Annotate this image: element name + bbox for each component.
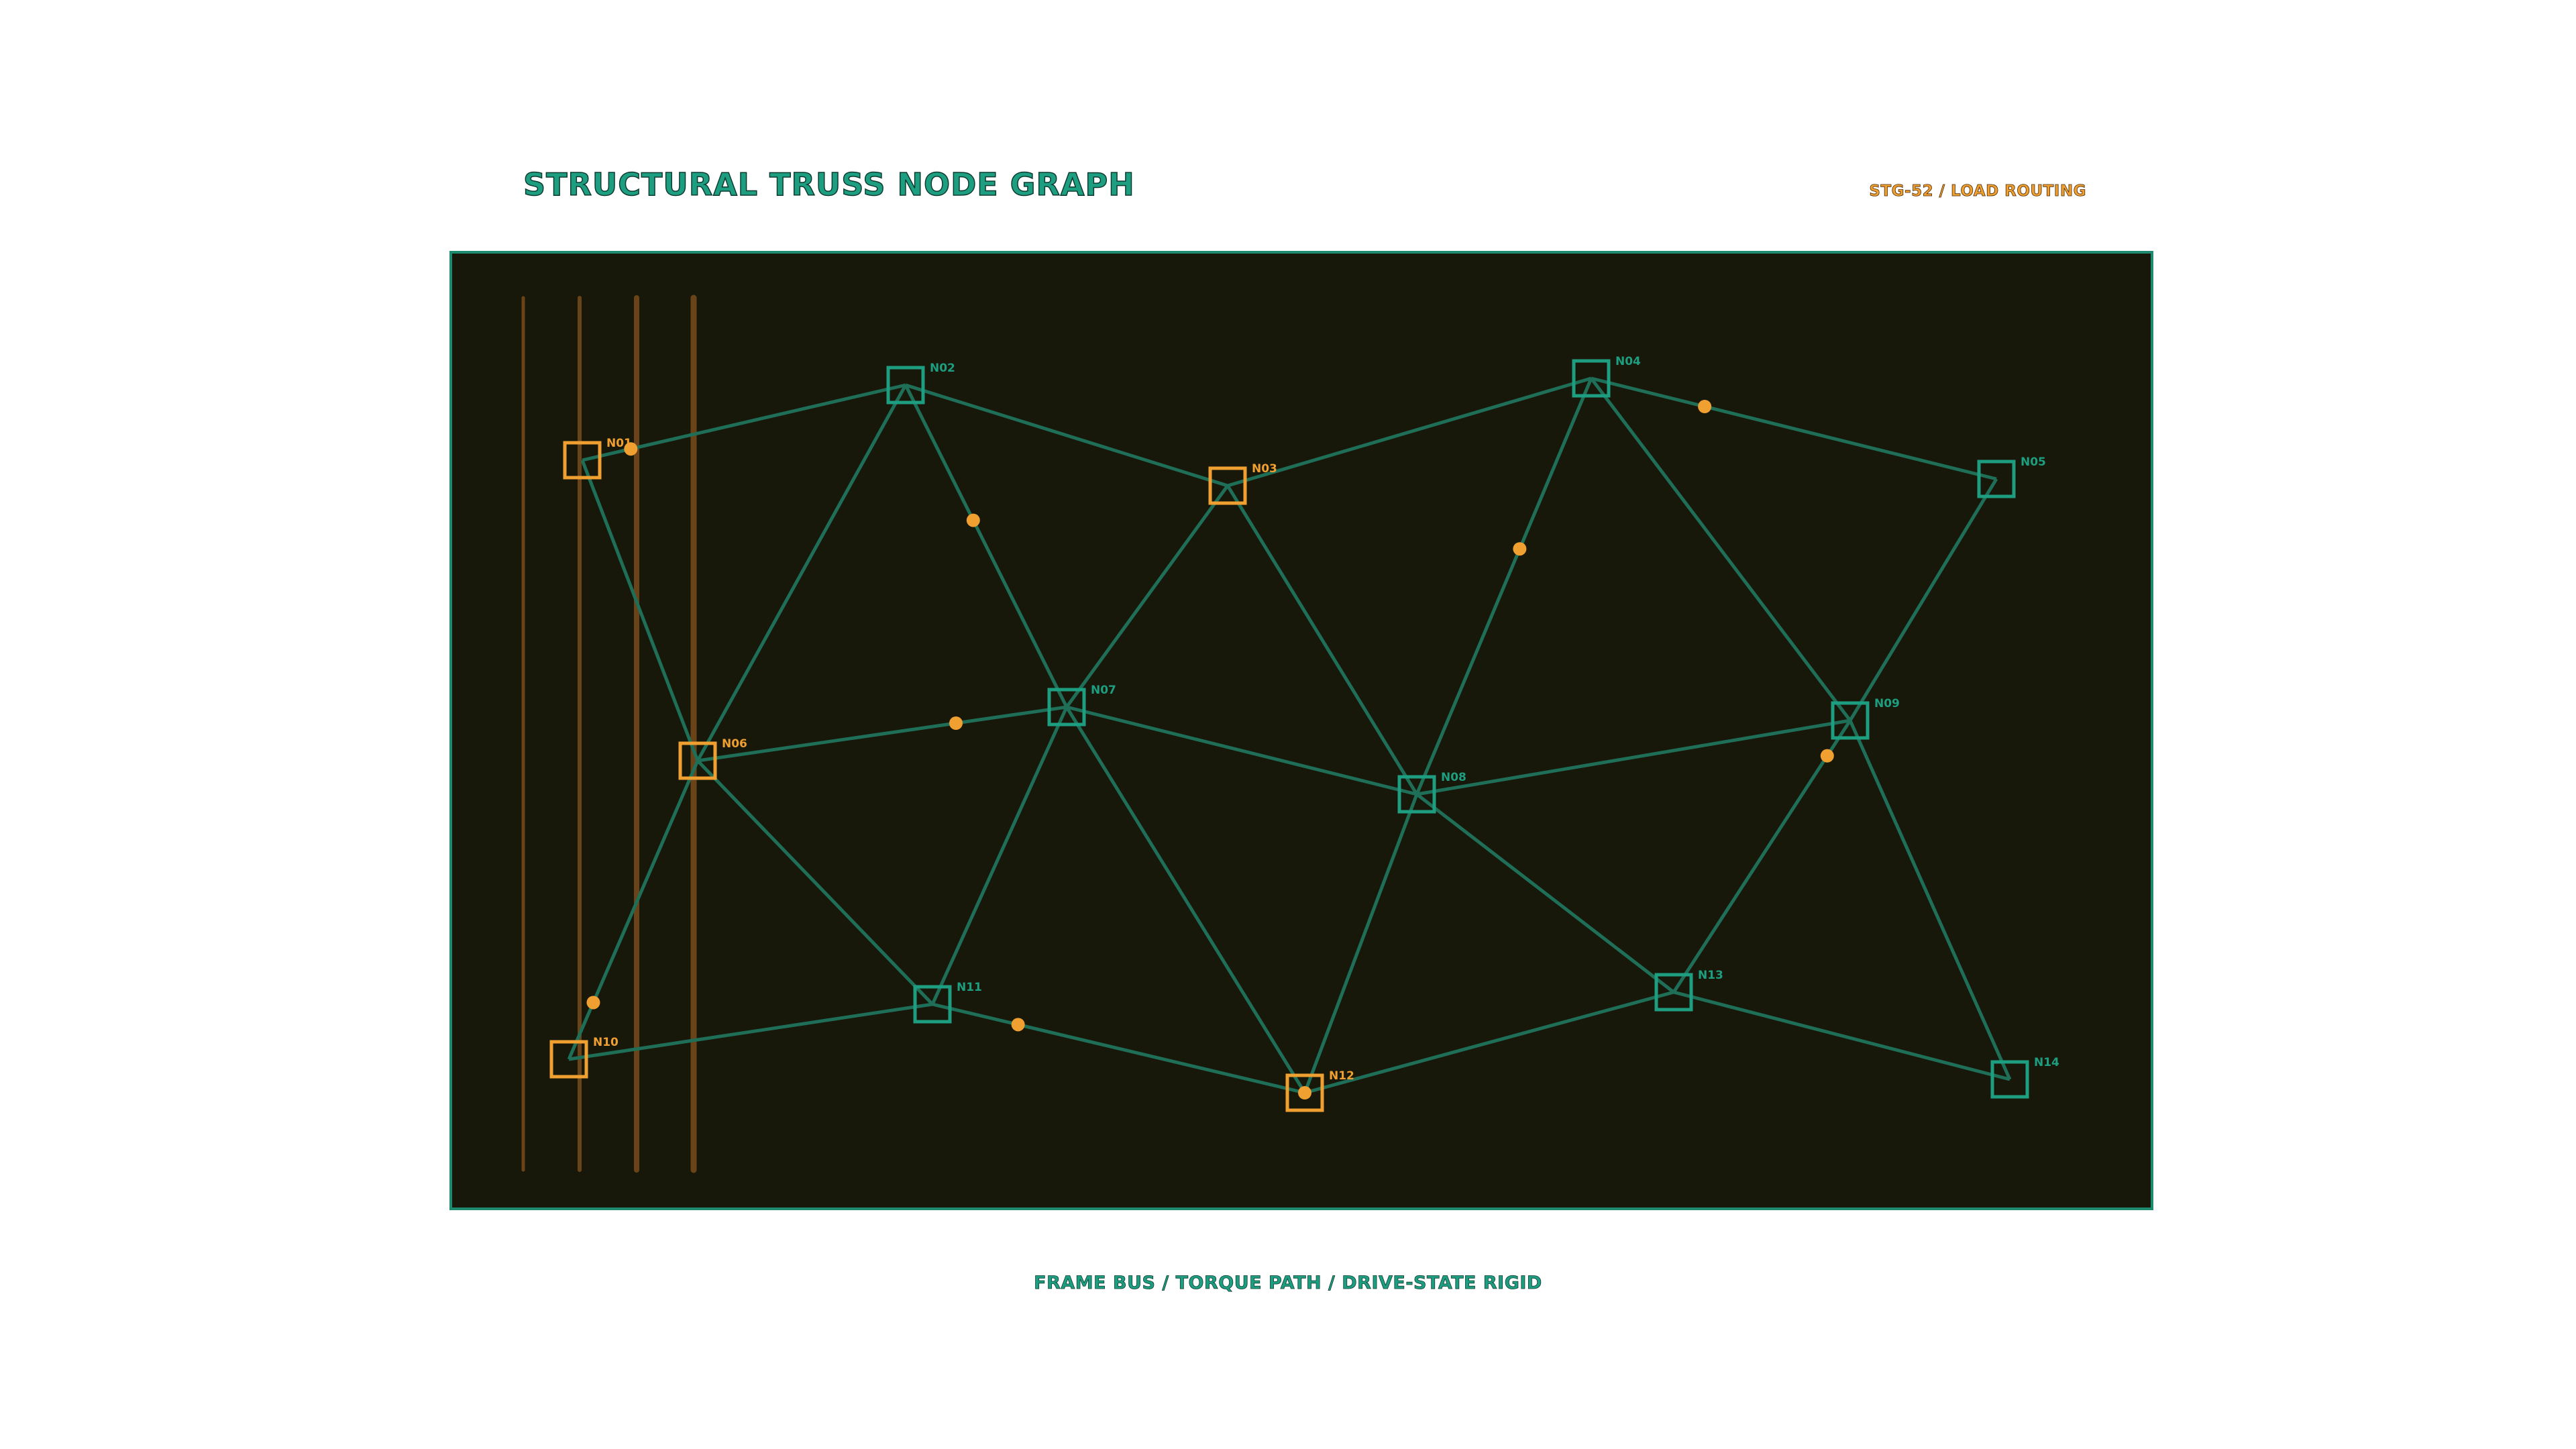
load-point <box>966 513 980 527</box>
truss-edge <box>904 384 1069 708</box>
node-label: N06 <box>722 737 747 751</box>
truss-edge <box>1673 990 2010 1081</box>
truss-edge <box>568 1002 933 1061</box>
truss-node[interactable]: N09 <box>1831 697 1900 740</box>
node-label: N03 <box>1252 462 1277 476</box>
truss-node[interactable]: N14 <box>1990 1056 2059 1099</box>
node-box <box>1977 460 2016 498</box>
truss-edge <box>1672 719 1852 994</box>
truss-node[interactable]: N02 <box>886 362 955 405</box>
truss-node[interactable]: N10 <box>549 1036 619 1079</box>
truss-edge <box>1066 705 1417 796</box>
node-label: N02 <box>930 362 955 375</box>
load-point <box>586 996 600 1010</box>
truss-edge <box>932 1002 1305 1095</box>
truss-node[interactable]: N08 <box>1397 771 1466 814</box>
load-point <box>1820 749 1834 763</box>
node-label: N12 <box>1329 1069 1354 1083</box>
node-box <box>1208 466 1247 505</box>
truss-edge <box>580 460 700 761</box>
node-box <box>1990 1060 2029 1099</box>
truss-edge <box>1227 376 1592 488</box>
truss-node[interactable]: N12 <box>1285 1069 1354 1112</box>
node-box <box>1047 688 1086 727</box>
node-label: N14 <box>2034 1056 2059 1069</box>
truss-edge <box>1226 484 1419 796</box>
diagram-caption: FRAME BUS / TORQUE PATH / DRIVE-STATE RI… <box>1034 1273 1542 1294</box>
truss-edge <box>1304 990 1674 1095</box>
node-label: N09 <box>1874 697 1900 710</box>
truss-node[interactable]: N03 <box>1208 462 1277 505</box>
node-label: N08 <box>1441 771 1466 784</box>
truss-node[interactable]: N05 <box>1977 455 2046 498</box>
truss-node[interactable]: N06 <box>678 737 747 780</box>
node-label: N13 <box>1698 969 1723 982</box>
truss-edge <box>1591 376 1997 481</box>
diagram-code: STG-52 / LOAD ROUTING <box>1869 182 2086 201</box>
truss-node[interactable]: N01 <box>563 437 632 480</box>
truss-edge <box>1303 794 1419 1093</box>
node-label: N11 <box>957 981 982 994</box>
truss-edge <box>905 383 1228 488</box>
truss-edge <box>1416 718 1851 796</box>
truss-edge <box>930 706 1069 1006</box>
node-box <box>1397 775 1436 814</box>
node-box <box>886 366 925 405</box>
node-box <box>549 1040 588 1079</box>
truss-node[interactable]: N04 <box>1572 355 1641 398</box>
truss-edge <box>697 705 1067 763</box>
node-label: N04 <box>1615 355 1641 368</box>
truss-edge <box>1848 719 2012 1081</box>
truss-node[interactable]: N13 <box>1654 969 1723 1012</box>
load-point <box>1513 542 1527 556</box>
node-box <box>1831 701 1870 740</box>
load-point <box>624 442 638 456</box>
node-label: N07 <box>1091 684 1116 697</box>
truss-edge <box>567 760 700 1060</box>
node-box <box>563 441 602 480</box>
node-label: N10 <box>593 1036 619 1049</box>
truss-edge <box>696 384 908 762</box>
page-title: STRUCTURAL TRUSS NODE GRAPH <box>523 166 1135 203</box>
node-box <box>913 985 952 1024</box>
truss-edge <box>1415 793 1675 994</box>
node-box <box>678 741 717 780</box>
truss-node[interactable]: N07 <box>1047 684 1116 727</box>
load-point <box>949 716 963 730</box>
node-label: N05 <box>2021 455 2046 469</box>
truss-edge <box>1065 484 1230 708</box>
load-point <box>1698 400 1712 413</box>
node-box <box>1654 973 1693 1012</box>
node-label: N01 <box>606 437 632 450</box>
truss-edge <box>1848 478 1998 722</box>
truss-node[interactable]: N11 <box>913 981 982 1024</box>
load-point <box>1298 1086 1311 1099</box>
node-box <box>1572 359 1611 398</box>
node-box <box>1285 1073 1324 1112</box>
load-points <box>586 400 1834 1099</box>
diagram-panel <box>449 251 2153 1210</box>
truss-edge <box>696 759 934 1006</box>
truss-edge <box>1065 706 1307 1094</box>
truss-edge <box>1590 377 1851 722</box>
load-point <box>1011 1018 1025 1032</box>
truss-edges <box>567 376 2012 1095</box>
truss-edge <box>1415 378 1593 795</box>
